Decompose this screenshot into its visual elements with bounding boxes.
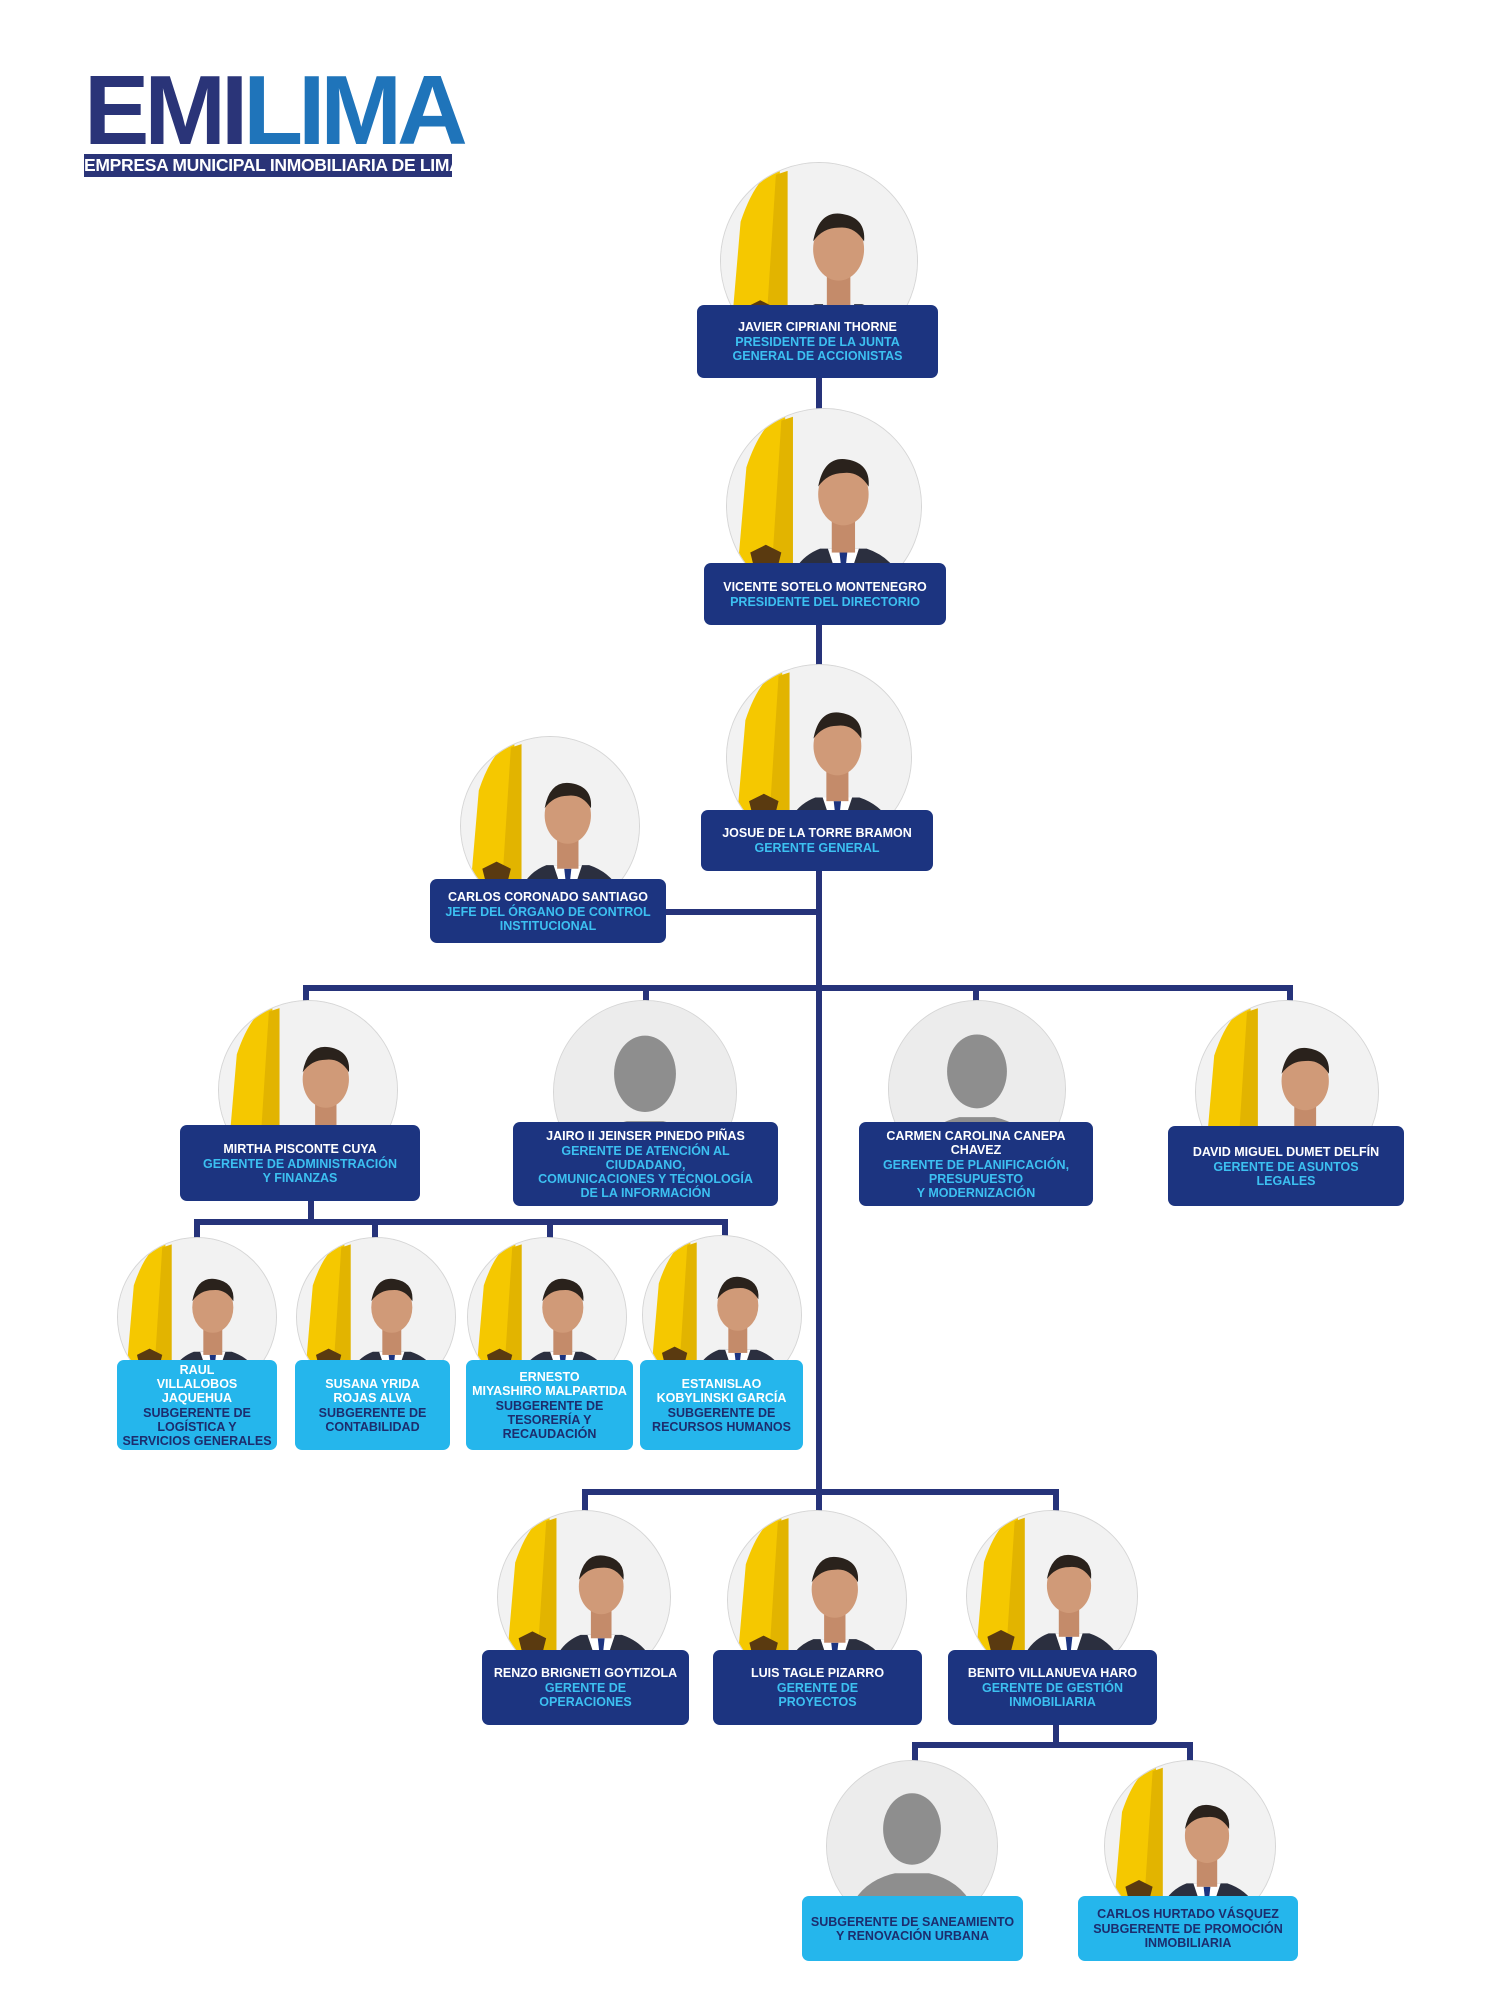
card-gerente-general: JOSUE DE LA TORRE BRAMON GERENTE GENERAL — [701, 810, 933, 871]
card-role: GERENTE DE GESTIÓN INMOBILIARIA — [982, 1681, 1123, 1709]
card-name: VICENTE SOTELO MONTENEGRO — [723, 579, 927, 594]
logo-subtitle: EMPRESA MUNICIPAL INMOBILIARIA DE LIMA — [84, 154, 462, 177]
card-oci: CARLOS CORONADO SANTIAGO JEFE DEL ÓRGANO… — [430, 879, 666, 943]
card-role: SUBGERENTE DE TESORERÍA Y RECAUDACIÓN — [495, 1398, 604, 1441]
card-name: JOSUE DE LA TORRE BRAMON — [722, 826, 912, 840]
card-admin: MIRTHA PISCONTE CUYA GERENTE DE ADMINIST… — [180, 1125, 420, 1201]
card-role: PRESIDENTE DE LA JUNTA GENERAL DE ACCION… — [732, 335, 903, 363]
card-name: ERNESTO MIYASHIRO MALPARTIDA — [472, 1369, 627, 1398]
card-name: RAUL VILLALOBOS JAQUEHUA — [156, 1362, 238, 1405]
card-promocion: CARLOS HURTADO VÁSQUEZ SUBGERENTE DE PRO… — [1078, 1896, 1298, 1961]
card-legales: DAVID MIGUEL DUMET DELFÍN GERENTE DE ASU… — [1168, 1126, 1404, 1206]
card-role: JEFE DEL ÓRGANO DE CONTROL INSTITUCIONAL — [445, 904, 651, 933]
card-role: SUBGERENTE DE CONTABILIDAD — [318, 1405, 427, 1434]
card-role: GERENTE DE ATENCIÓN AL CIUDADANO, COMUNI… — [538, 1143, 753, 1200]
card-saneamiento: SUBGERENTE DE SANEAMIENTO Y RENOVACIÓN U… — [802, 1896, 1023, 1961]
card-name: JAIRO II JEINSER PINEDO PIÑAS — [546, 1128, 745, 1143]
card-gestion-inmobiliaria: BENITO VILLANUEVA HARO GERENTE DE GESTIÓ… — [948, 1650, 1157, 1725]
card-operaciones: RENZO BRIGNETI GOYTIZOLA GERENTE DE OPER… — [482, 1650, 689, 1725]
card-role: GERENTE GENERAL — [754, 841, 880, 855]
logo-emi: EMI — [84, 55, 248, 165]
card-name: SUSANA YRIDA ROJAS ALVA — [325, 1376, 420, 1405]
card-name: DAVID MIGUEL DUMET DELFÍN — [1192, 1144, 1380, 1159]
card-role: SUBGERENTE DE SANEAMIENTO Y RENOVACIÓN U… — [810, 1915, 1015, 1943]
card-role: SUBGERENTE DE LOGÍSTICA Y SERVICIOS GENE… — [122, 1405, 272, 1448]
card-name: CARLOS HURTADO VÁSQUEZ — [1097, 1907, 1279, 1921]
emilima-logo: EMILIMA EMPRESA MUNICIPAL INMOBILIARIA D… — [84, 61, 468, 177]
card-role: SUBGERENTE DE PROMOCIÓN INMOBILIARIA — [1093, 1922, 1283, 1950]
photo-contabilidad — [296, 1237, 456, 1397]
card-tesoreria: ERNESTO MIYASHIRO MALPARTIDA SUBGERENTE … — [466, 1360, 633, 1450]
card-name: LUIS TAGLE PIZARRO — [750, 1666, 885, 1680]
card-contabilidad: SUSANA YRIDA ROJAS ALVA SUBGERENTE DE CO… — [295, 1360, 450, 1450]
card-role: PRESIDENTE DEL DIRECTORIO — [730, 594, 920, 609]
card-name: BENITO VILLANUEVA HARO — [967, 1666, 1138, 1680]
card-atencion: JAIRO II JEINSER PINEDO PIÑAS GERENTE DE… — [513, 1122, 778, 1206]
card-role: GERENTE DE OPERACIONES — [539, 1681, 632, 1709]
card-planificacion: CARMEN CAROLINA CANEPA CHAVEZ GERENTE DE… — [859, 1122, 1093, 1206]
card-name: CARMEN CAROLINA CANEPA CHAVEZ — [886, 1128, 1066, 1157]
card-role: GERENTE DE PROYECTOS — [776, 1681, 859, 1709]
card-role: GERENTE DE PLANIFICACIÓN, PRESUPUESTO Y … — [882, 1157, 1070, 1200]
card-logistica: RAUL VILLALOBOS JAQUEHUA SUBGERENTE DE L… — [117, 1360, 277, 1450]
card-rrhh: ESTANISLAO KOBYLINSKI GARCÍA SUBGERENTE … — [640, 1360, 803, 1450]
card-name: RENZO BRIGNETI GOYTIZOLA — [493, 1666, 678, 1680]
card-role: SUBGERENTE DE RECURSOS HUMANOS — [652, 1405, 791, 1434]
logo-lima: LIMA — [243, 55, 467, 165]
card-role: GERENTE DE ADMINISTRACIÓN Y FINANZAS — [203, 1156, 397, 1185]
card-junta: JAVIER CIPRIANI THORNE PRESIDENTE DE LA … — [697, 305, 938, 378]
card-name: ESTANISLAO KOBYLINSKI GARCÍA — [656, 1376, 787, 1405]
card-name: CARLOS CORONADO SANTIAGO — [448, 889, 648, 904]
card-proyectos: LUIS TAGLE PIZARRO GERENTE DE PROYECTOS — [713, 1650, 922, 1725]
card-name: MIRTHA PISCONTE CUYA — [223, 1141, 377, 1156]
logo-wordmark: EMILIMA — [84, 61, 468, 159]
card-role: GERENTE DE ASUNTOS LEGALES — [1213, 1159, 1359, 1188]
card-directorio: VICENTE SOTELO MONTENEGRO PRESIDENTE DEL… — [704, 563, 946, 625]
card-name: JAVIER CIPRIANI THORNE — [738, 320, 897, 334]
